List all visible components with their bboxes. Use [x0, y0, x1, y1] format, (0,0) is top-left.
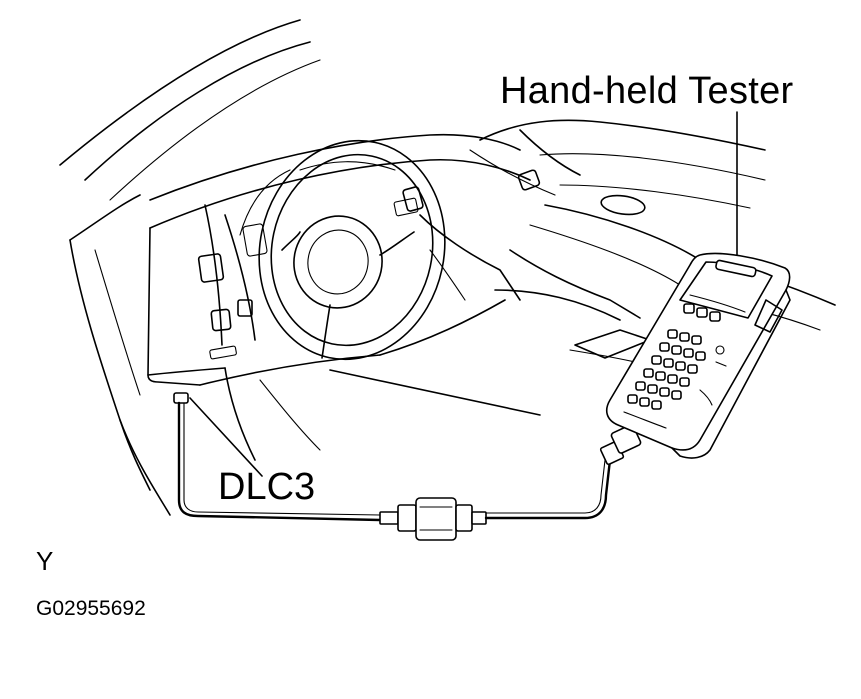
- hand-held-tester-label: Hand-held Tester: [500, 70, 794, 112]
- figure-code: G02955692: [36, 597, 146, 620]
- hand-held-tester: [605, 111, 791, 459]
- corner-letter: Y: [36, 546, 54, 576]
- steering-wheel: [239, 139, 446, 361]
- dlc3-label: DLC3: [218, 466, 316, 508]
- dlc3-connector: [173, 392, 263, 477]
